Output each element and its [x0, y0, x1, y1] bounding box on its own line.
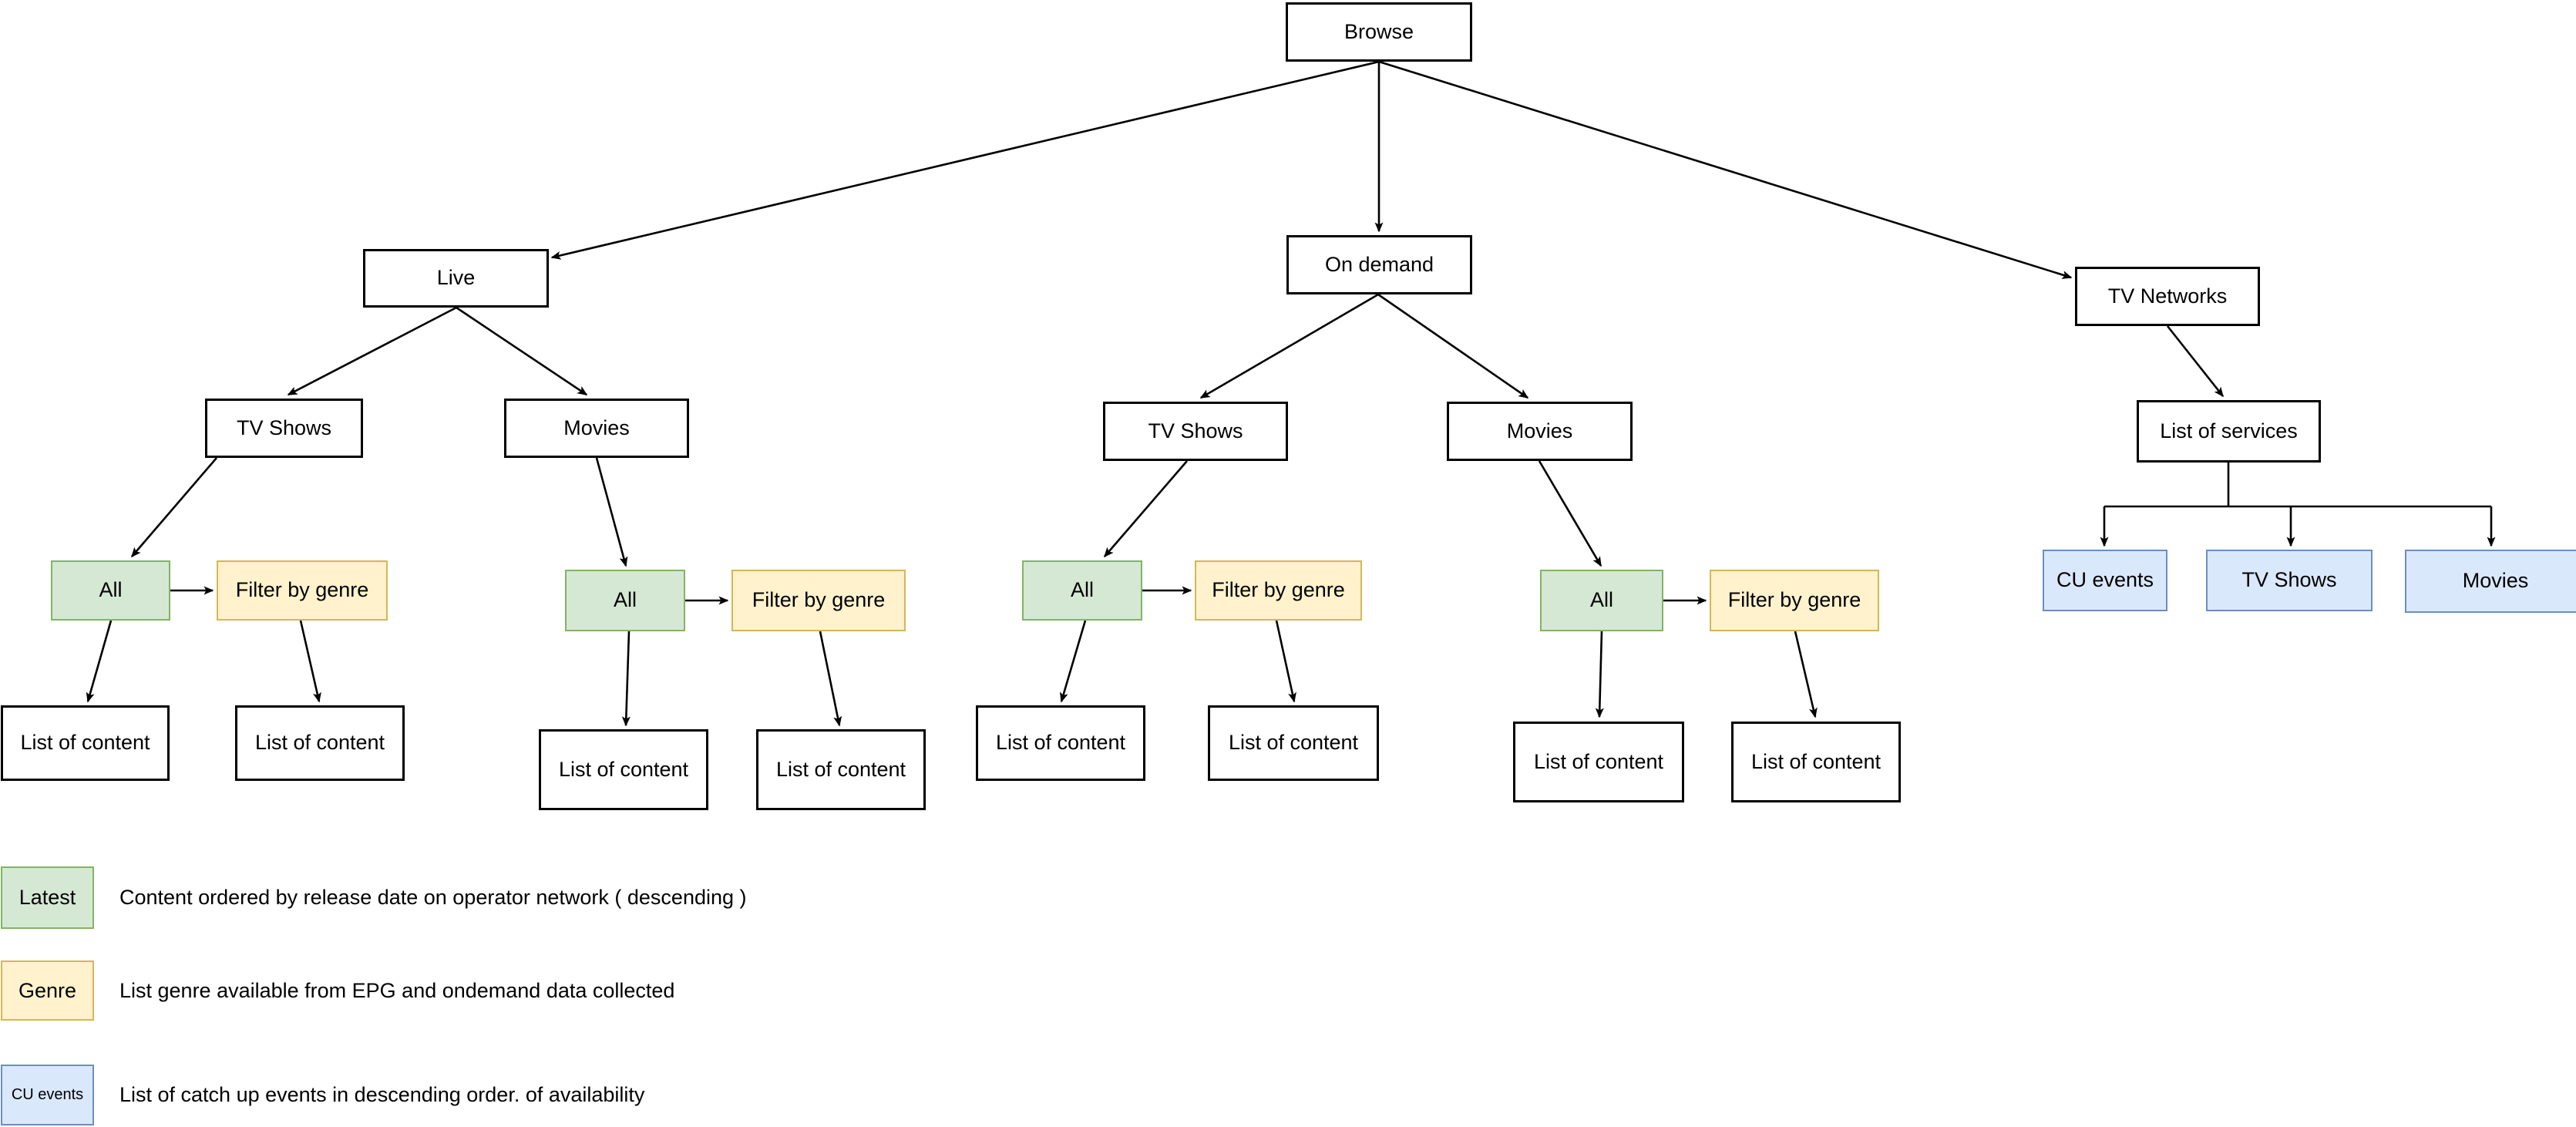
legend-row-latest: Latest Content ordered by release date on… — [1, 866, 747, 929]
tv-shows-od-to-all-connector — [1104, 460, 1188, 558]
browse-label: Browse — [1343, 19, 1414, 43]
live-node: Live — [363, 249, 549, 308]
cu-events-node: CU events — [2043, 550, 2167, 611]
filter-live-tv-to-list-connector — [299, 620, 321, 703]
all-od-movies-node: All — [1540, 570, 1663, 631]
tv-shows-live-node: TV Shows — [205, 399, 363, 458]
list-content-2-label: List of content — [254, 731, 385, 755]
filter-live-movies-to-list-connector — [819, 631, 842, 727]
all-live-movies-node: All — [565, 570, 685, 631]
filter-live-movies-label: Filter by genre — [752, 588, 886, 612]
tv-networks-label: TV Networks — [2107, 284, 2228, 308]
all-live-tv-to-list-connector — [86, 620, 113, 703]
legend-description-latest: Content ordered by release date on opera… — [119, 886, 747, 909]
tv-networks-to-list-of-services-connector — [2166, 325, 2225, 398]
all-live-tv-label: All — [99, 578, 123, 602]
list-content-8-label: List of content — [1750, 749, 1882, 773]
movies-od-node: Movies — [1447, 402, 1633, 461]
on-demand-to-movies-connector — [1377, 293, 1529, 399]
filter-live-movies-node: Filter by genre — [731, 570, 906, 631]
movies-networks-node: Movies — [2405, 550, 2576, 613]
all-live-movies-to-list-connector — [621, 631, 631, 727]
filter-od-movies-label: Filter by genre — [1727, 588, 1861, 612]
list-content-5-node: List of content — [976, 705, 1145, 781]
list-content-4-label: List of content — [775, 757, 906, 781]
list-content-1-label: List of content — [20, 731, 150, 755]
all-od-tv-label: All — [1070, 578, 1094, 602]
legend-row-genre: Genre List genre available from EPG and o… — [1, 960, 674, 1021]
all-od-movies-to-list-connector — [1595, 631, 1604, 718]
filter-od-movies-node: Filter by genre — [1710, 570, 1879, 631]
list-content-6-label: List of content — [1228, 731, 1359, 755]
all-od-tv-node: All — [1022, 560, 1142, 621]
live-to-movies-connector — [456, 306, 588, 396]
filter-live-tv-label: Filter by genre — [235, 578, 369, 602]
legend-swatch-genre: Genre — [1, 960, 94, 1021]
tv-shows-live-to-all-connector — [131, 457, 217, 558]
list-content-2-node: List of content — [235, 705, 405, 781]
browse-to-tv-networks-connector — [1378, 60, 2073, 279]
tv-shows-od-node: TV Shows — [1103, 402, 1288, 461]
legend-description-cu-events: List of catch up events in descending or… — [119, 1083, 645, 1106]
all-live-tv-node: All — [51, 560, 170, 621]
list-content-8-node: List of content — [1731, 722, 1901, 802]
live-label: Live — [436, 266, 476, 290]
list-content-5-label: List of content — [995, 731, 1126, 755]
list-content-1-node: List of content — [1, 705, 170, 781]
movies-live-to-all-connector — [595, 457, 628, 567]
list-content-4-node: List of content — [756, 729, 926, 810]
legend-swatch-latest: Latest — [1, 866, 94, 929]
list-content-7-node: List of content — [1513, 722, 1684, 802]
on-demand-node: On demand — [1286, 235, 1472, 294]
legend-swatch-cu-events: CU events — [1, 1065, 94, 1125]
movies-live-node: Movies — [504, 399, 689, 458]
tv-shows-od-label: TV Shows — [1148, 419, 1243, 442]
browse-to-live-connector — [550, 60, 1380, 260]
filter-od-movies-to-list-connector — [1794, 631, 1818, 718]
tv-shows-networks-node: TV Shows — [2206, 550, 2373, 611]
list-content-7-label: List of content — [1533, 749, 1664, 773]
list-of-services-node: List of services — [2137, 400, 2321, 463]
tv-networks-node: TV Networks — [2075, 267, 2260, 326]
on-demand-to-tv-shows-connector — [1199, 293, 1379, 399]
list-of-services-label: List of services — [2160, 419, 2298, 442]
all-od-tv-to-list-connector — [1059, 620, 1087, 703]
browse-node: Browse — [1286, 2, 1472, 62]
live-to-tv-shows-connector — [287, 306, 457, 396]
legend-description-genre: List genre available from EPG and ondema… — [119, 978, 675, 1002]
all-live-movies-label: All — [613, 588, 637, 612]
movies-networks-label: Movies — [2462, 569, 2529, 593]
movies-live-label: Movies — [563, 415, 630, 439]
movies-od-to-all-connector — [1538, 460, 1602, 567]
all-od-movies-label: All — [1589, 588, 1613, 612]
tv-shows-networks-label: TV Shows — [2241, 568, 2337, 592]
tv-shows-live-label: TV Shows — [236, 415, 332, 439]
movies-od-label: Movies — [1506, 419, 1573, 442]
filter-live-tv-node: Filter by genre — [217, 560, 388, 621]
list-content-6-node: List of content — [1208, 705, 1379, 781]
filter-od-tv-label: Filter by genre — [1212, 578, 1345, 602]
filter-od-tv-to-list-connector — [1275, 620, 1296, 703]
filter-od-tv-node: Filter by genre — [1195, 560, 1362, 621]
cu-events-label: CU events — [2056, 568, 2154, 592]
list-content-3-node: List of content — [539, 729, 708, 810]
legend-row-cu-events: CU events List of catch up events in desc… — [1, 1065, 644, 1125]
list-content-3-label: List of content — [558, 757, 689, 781]
on-demand-label: On demand — [1324, 252, 1434, 276]
